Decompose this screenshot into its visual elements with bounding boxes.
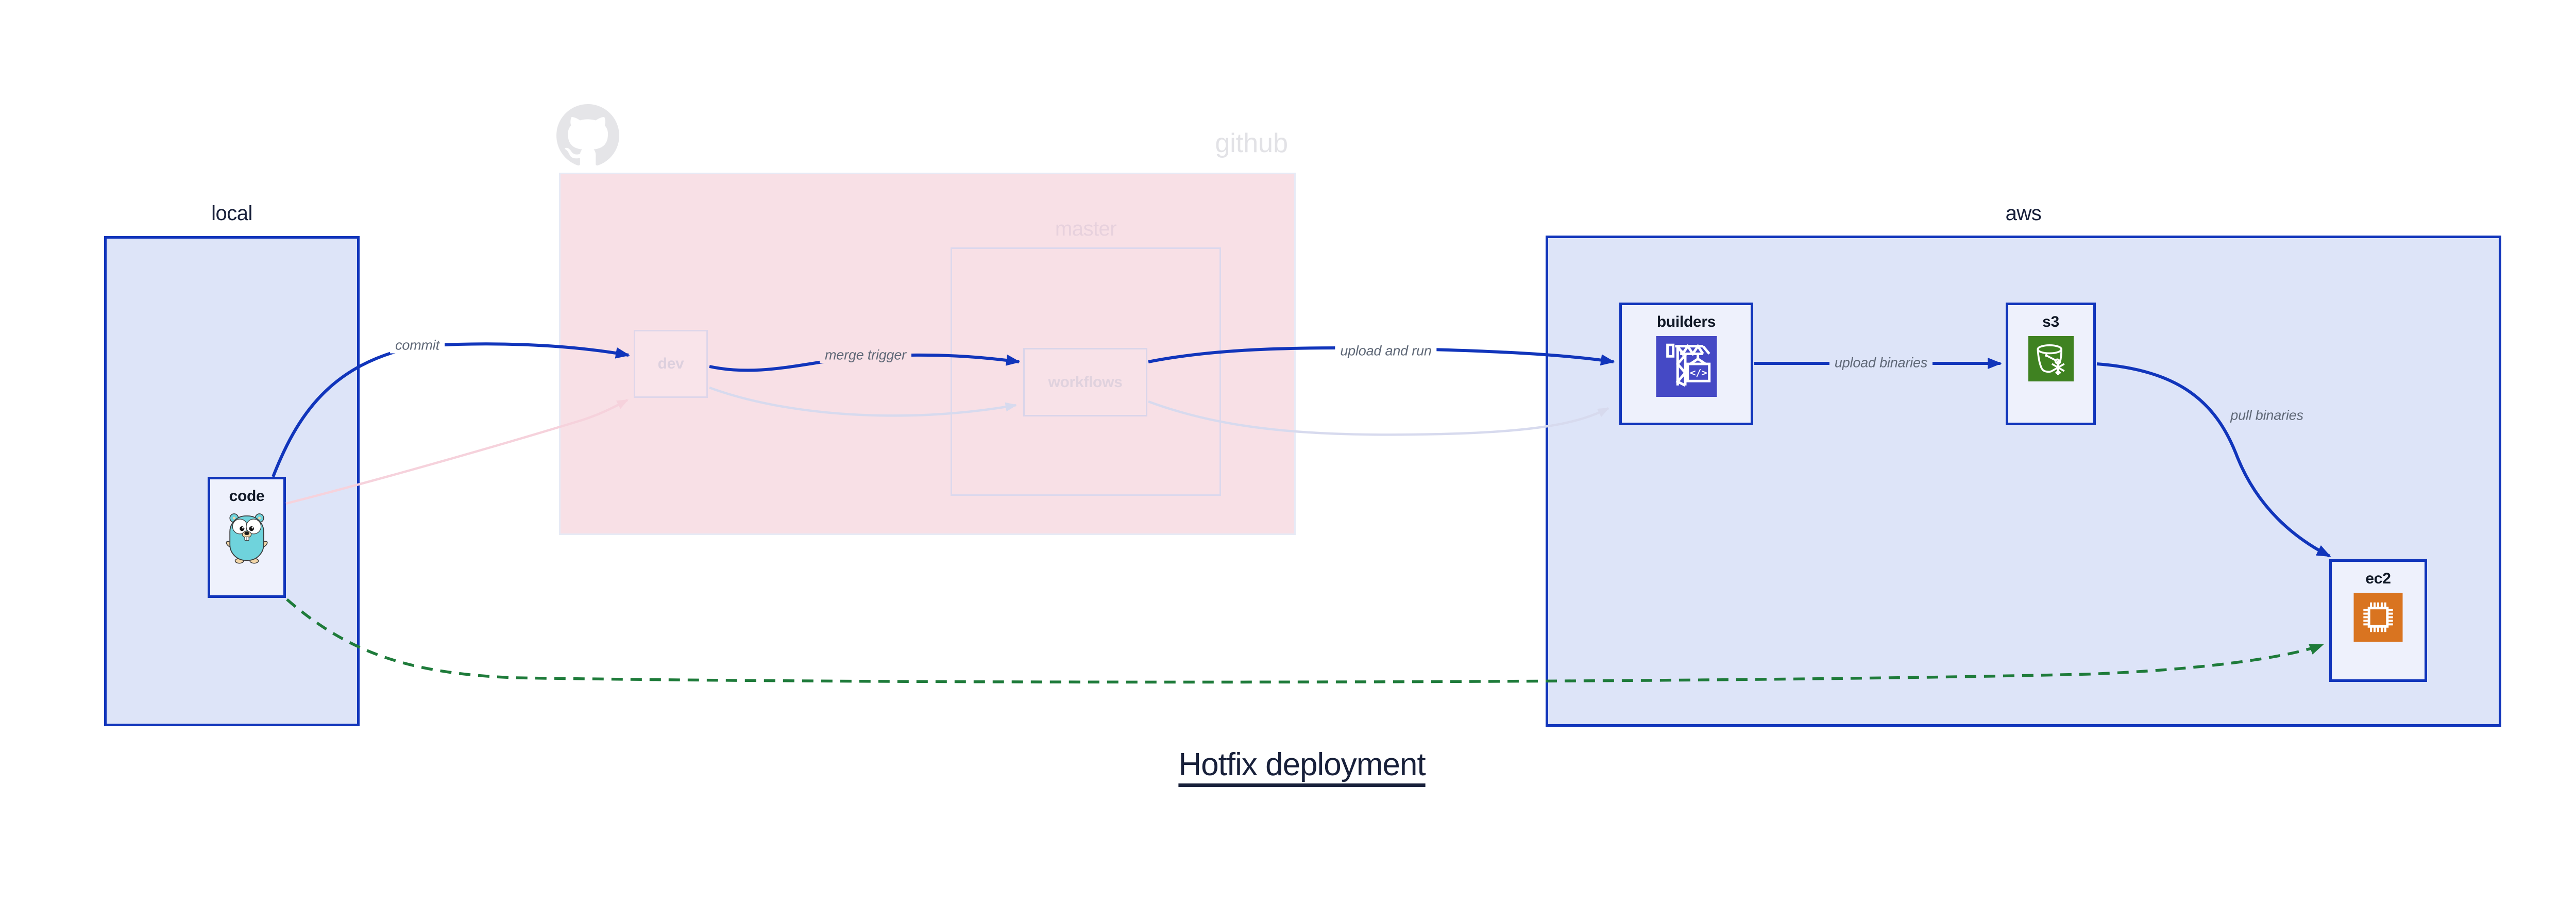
node-builders-label: builders <box>1656 313 1716 330</box>
github-group-label: github <box>1215 128 1288 158</box>
edge-label-commit: commit <box>390 337 445 354</box>
edge-label-pull-binaries: pull binaries <box>2230 407 2303 423</box>
node-s3: s3 <box>2006 303 2096 425</box>
node-ec2: ec2 <box>2329 559 2427 682</box>
master-group-label: master <box>1055 218 1117 240</box>
aws-codebuild-icon: </> <box>1656 336 1717 399</box>
github-octocat-icon <box>556 104 619 167</box>
aws-ec2-icon <box>2353 593 2403 644</box>
codebuild-code-glyph: </> <box>1690 368 1707 378</box>
node-dev-label: dev <box>657 355 684 372</box>
go-gopher-icon <box>226 510 268 566</box>
diagram-title-text: Hotfix deployment <box>1178 747 1426 782</box>
node-code: code <box>208 477 286 598</box>
aws-s3-glacier-icon <box>2028 336 2074 384</box>
node-s3-label: s3 <box>2042 313 2059 330</box>
edge-label-merge-trigger: merge trigger <box>820 347 911 363</box>
local-group-label: local <box>211 202 252 225</box>
node-builders: builders </> <box>1619 303 1753 425</box>
node-code-label: code <box>229 488 265 505</box>
edge-label-upload-and-run: upload and run <box>1335 343 1437 359</box>
node-ec2-label: ec2 <box>2365 570 2391 587</box>
edge-label-upload-binaries: upload binaries <box>1829 355 1933 371</box>
node-workflows-label: workflows <box>1048 373 1123 391</box>
node-dev: dev <box>634 330 708 398</box>
aws-group-label: aws <box>2005 202 2042 225</box>
diagram-title: Hotfix deployment <box>0 746 2576 783</box>
node-workflows: workflows <box>1023 348 1147 416</box>
